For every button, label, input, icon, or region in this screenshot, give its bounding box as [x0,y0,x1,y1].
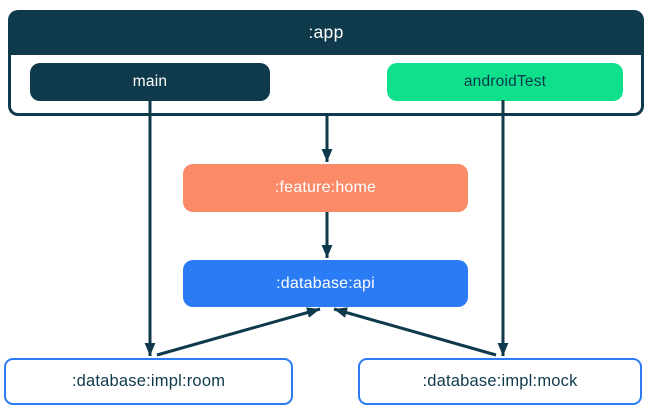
node-database-impl-mock-label: :database:impl:mock [422,372,578,390]
node-database-impl-mock: :database:impl:mock [358,358,642,405]
edge-database-impl-mock-to-database-api [333,307,497,357]
node-database-impl-room-label: :database:impl:room [71,372,226,390]
edge-database-impl-room-to-database-api [156,307,321,357]
node-feature-home-label: :feature:home [274,179,377,196]
module-app-header: :app [8,10,644,55]
sourceset-androidtest-label: androidTest [463,73,547,90]
module-app-label: :app [308,22,344,42]
sourceset-main-label: main [132,73,168,90]
node-database-api-label: :database:api [276,274,375,292]
module-app-group: :app main androidTest [8,10,644,116]
sourceset-main: main [30,63,270,101]
module-app-body: main androidTest [11,55,641,113]
sourceset-androidtest: androidTest [387,63,623,101]
node-feature-home: :feature:home [183,164,468,212]
node-database-impl-room: :database:impl:room [4,358,293,405]
node-database-api: :database:api [183,260,468,307]
